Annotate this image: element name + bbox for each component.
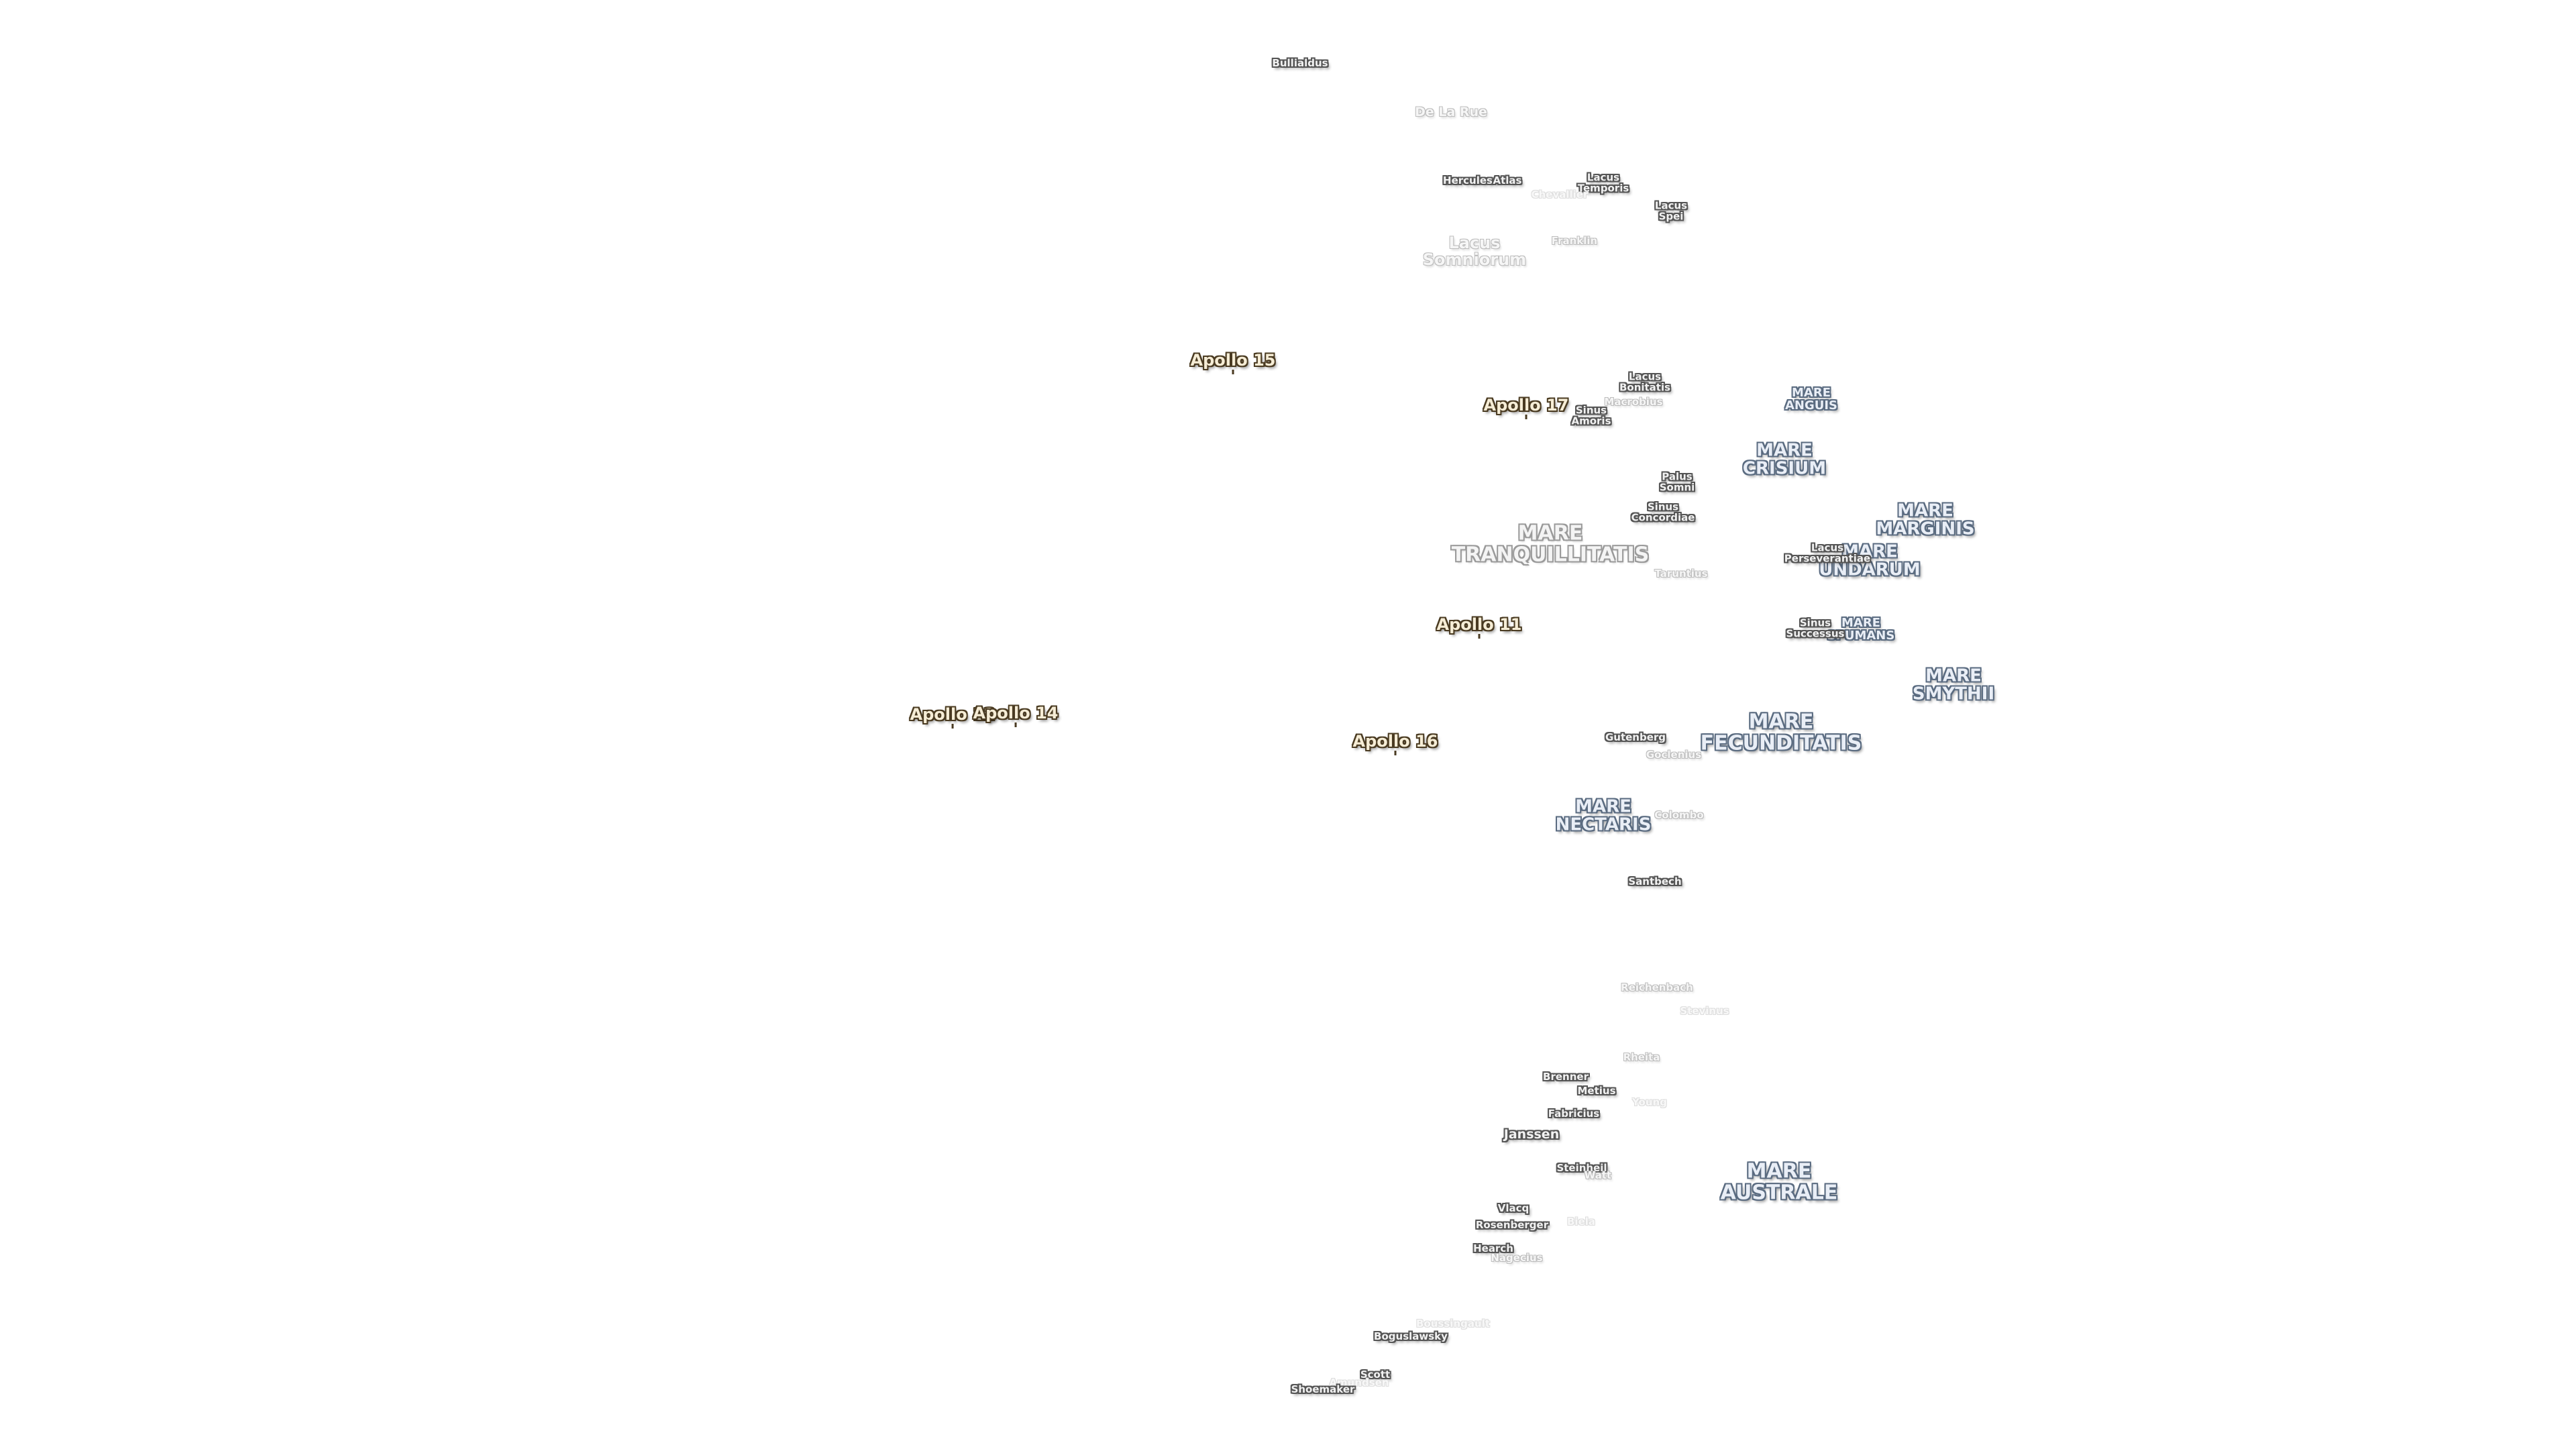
sinus-successus-label[interactable]: Sinus Successus xyxy=(1786,616,1845,639)
crater-rheita-label[interactable]: Rheita xyxy=(1623,1051,1660,1064)
mare-spumans-label[interactable]: MARE SPUMANS xyxy=(1827,616,1895,643)
crater-shoemaker-label[interactable]: Shoemaker xyxy=(1291,1383,1355,1396)
apollo-11-label[interactable]: Apollo 11 xyxy=(1437,615,1521,639)
crater-metius-label[interactable]: Metius xyxy=(1577,1085,1616,1097)
apollo-17-label[interactable]: Apollo 17 xyxy=(1484,396,1568,419)
crater-biela-label[interactable]: Biela xyxy=(1566,1216,1596,1228)
lacus-spei-label[interactable]: Lacus Spei xyxy=(1654,199,1688,222)
crater-young-label[interactable]: Young xyxy=(1632,1096,1667,1109)
crater-franklin-label[interactable]: Franklin xyxy=(1551,235,1598,248)
mare-anguis-label[interactable]: MARE ANGUIS xyxy=(1784,386,1838,413)
mare-marginis-label[interactable]: MARE MARGINIS xyxy=(1876,500,1975,539)
landing-site-marker-icon xyxy=(952,724,954,729)
crater-gutenberg-label[interactable]: Gutenberg xyxy=(1605,731,1666,744)
lacus-temporis-label[interactable]: Lacus Temporis xyxy=(1577,171,1629,194)
sinus-concordiae-label[interactable]: Sinus Concordiae xyxy=(1631,500,1695,523)
crater-janssen-label[interactable]: Janssen xyxy=(1503,1127,1560,1142)
crater-boguslawsky-label[interactable]: Boguslawsky xyxy=(1374,1330,1448,1343)
mare-smythii-label[interactable]: MARE SMYTHII xyxy=(1912,665,1995,704)
mare-tranquillitatis-label[interactable]: MARE TRANQUILLITATIS xyxy=(1451,521,1650,566)
crater-taruntius-label[interactable]: Taruntius xyxy=(1654,568,1708,580)
crater-stevinus-label[interactable]: Stevinus xyxy=(1680,1005,1729,1018)
mare-fecunditatis-label[interactable]: MARE FECUNDITATIS xyxy=(1700,710,1862,755)
crater-amundsen-label[interactable]: Amundsen xyxy=(1329,1377,1389,1389)
crater-rosenberger-label[interactable]: Rosenberger xyxy=(1475,1219,1549,1232)
sinus-amoris-label[interactable]: Sinus Amoris xyxy=(1571,404,1611,427)
mare-nectaris-label[interactable]: MARE NECTARIS xyxy=(1555,796,1652,835)
crater-chevallier-label[interactable]: Chevallier xyxy=(1531,189,1589,201)
landing-site-marker-icon xyxy=(1232,370,1234,374)
lacus-bonitatis-label[interactable]: Lacus Bonitatis xyxy=(1619,370,1671,393)
crater-santbech-label[interactable]: Santbech xyxy=(1628,875,1682,888)
apollo-15-label[interactable]: Apollo 15 xyxy=(1191,351,1275,374)
palus-somni-label[interactable]: Palus Somni xyxy=(1659,470,1695,493)
crater-goclenius-label[interactable]: Goclenius xyxy=(1646,749,1702,761)
crater-fabricius-label[interactable]: Fabricius xyxy=(1548,1108,1600,1120)
crater-boussingault-label[interactable]: Boussingault xyxy=(1416,1318,1490,1330)
crater-vlacq-label[interactable]: Vlacq xyxy=(1497,1202,1529,1215)
lacus-somniorum-label[interactable]: Lacus Somniorum xyxy=(1422,233,1527,269)
landing-site-marker-icon xyxy=(1525,415,1527,419)
landing-site-marker-icon xyxy=(1015,722,1017,727)
crater-macrobius-label[interactable]: Macrobius xyxy=(1604,396,1663,409)
crater-watt-label[interactable]: Watt xyxy=(1584,1169,1612,1182)
crater-atlas-label[interactable]: Atlas xyxy=(1493,174,1522,187)
crater-steinheil-label[interactable]: Steinheil xyxy=(1556,1162,1607,1175)
crater-reichenbach-label[interactable]: Reichenbach xyxy=(1621,981,1693,994)
crater-brenner-label[interactable]: Brenner xyxy=(1543,1071,1589,1083)
mare-crisium-label[interactable]: MARE CRISIUM xyxy=(1742,440,1827,479)
apollo-16-label[interactable]: Apollo 16 xyxy=(1353,732,1438,755)
crater-bullialdus-label[interactable]: Bullialdus xyxy=(1272,57,1328,70)
landing-site-marker-icon xyxy=(1479,634,1481,639)
mare-australe-label[interactable]: MARE AUSTRALE xyxy=(1720,1159,1838,1204)
crater-hearch-label[interactable]: Hearch xyxy=(1473,1242,1513,1255)
mare-undarum-label[interactable]: MARE UNDARUM xyxy=(1819,541,1921,580)
crater-scott-label[interactable]: Scott xyxy=(1360,1368,1391,1381)
crater-nagecius-label[interactable]: Nagecius xyxy=(1491,1252,1543,1265)
crater-de-la-rue-label[interactable]: De La Rue xyxy=(1415,105,1487,120)
landing-site-marker-icon xyxy=(1395,751,1397,755)
lacus-perseverantiae-label[interactable]: Lacus Perseverantiae xyxy=(1784,541,1871,564)
apollo-14-label[interactable]: Apollo 14 xyxy=(973,704,1058,727)
crater-colombo-label[interactable]: Colombo xyxy=(1654,809,1704,822)
apollo-12-label[interactable]: Apollo 12 xyxy=(910,705,995,729)
crater-hercules-label[interactable]: Hercules xyxy=(1443,174,1493,187)
